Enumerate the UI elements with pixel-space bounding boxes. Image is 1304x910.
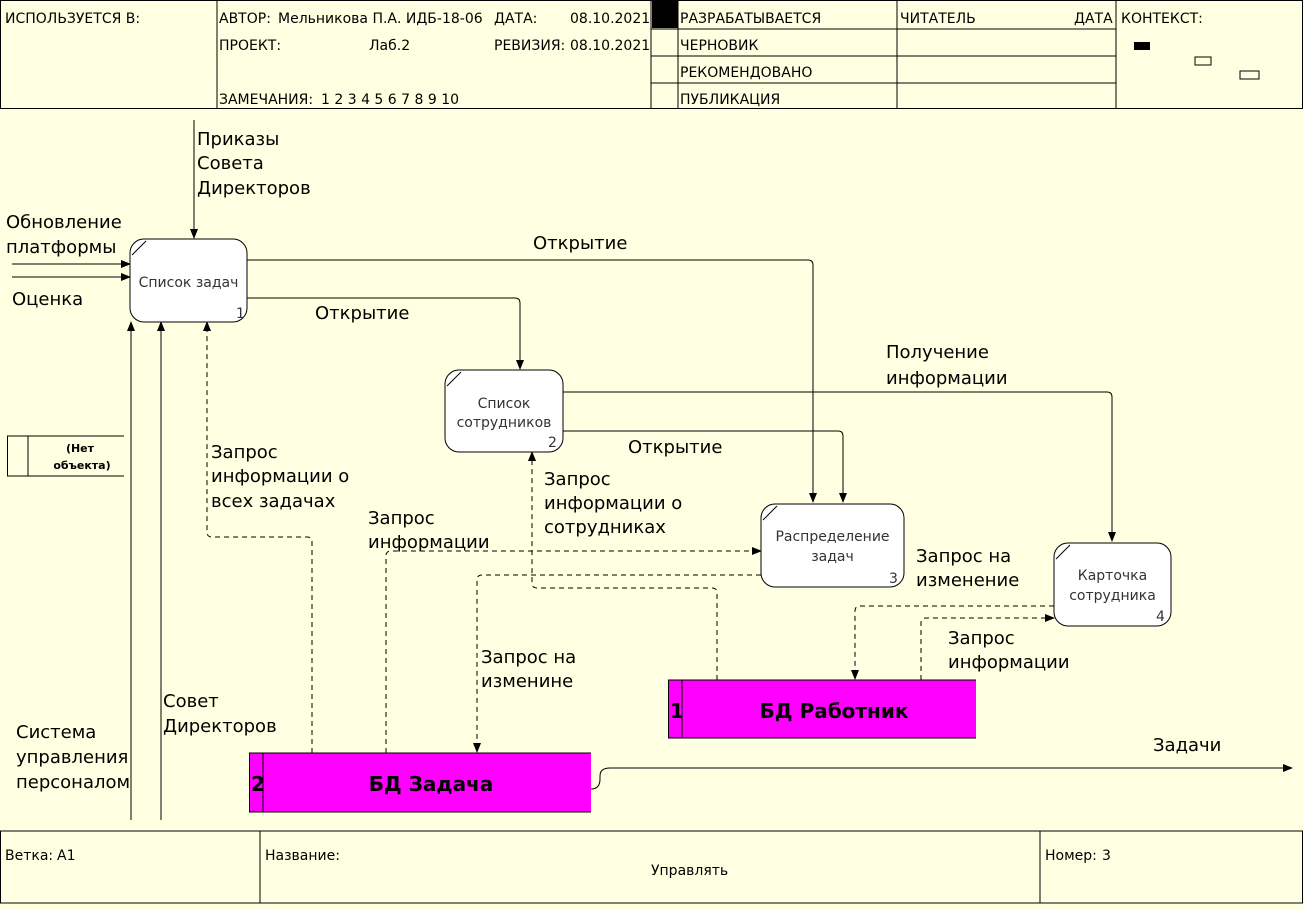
orders-label-3: Директоров xyxy=(197,178,311,199)
status-recommended: РЕКОМЕНДОВАНО xyxy=(680,65,812,81)
header-frame xyxy=(0,0,1303,109)
open3-arrow[interactable] xyxy=(563,430,847,503)
store-1-number: 1 xyxy=(670,699,684,723)
dashed-arrows xyxy=(203,321,1055,753)
number-label: Номер: xyxy=(1045,848,1097,864)
number-value: 3 xyxy=(1102,848,1111,864)
hrms-label-2: управления xyxy=(16,747,128,768)
req-all-tasks-label-1: Запрос xyxy=(211,442,278,463)
box-3-number: 3 xyxy=(889,571,898,587)
store-1-name: БД Работник xyxy=(760,699,909,723)
branch-label: Ветка: xyxy=(5,848,53,864)
req-staff-label-3: сотрудниках xyxy=(544,517,666,538)
reader-label: ЧИТАТЕЛЬ xyxy=(900,11,976,27)
req-change2-label-2: изменине xyxy=(481,671,573,692)
status-publication: ПУБЛИКАЦИЯ xyxy=(680,92,780,108)
req-change-staff-arrow[interactable] xyxy=(851,605,1054,680)
date-label: ДАТА: xyxy=(494,11,537,27)
box-1-number: 1 xyxy=(236,306,245,322)
box-4-label-line1: Карточка xyxy=(1078,568,1147,584)
no-object-box[interactable]: (Нет объекта) xyxy=(7,435,124,477)
req-info2-label-1: Запрос xyxy=(948,628,1015,649)
box-2-label-line1: Список xyxy=(478,396,531,412)
used-in-label: ИСПОЛЬЗУЕТСЯ В: xyxy=(5,11,140,27)
req-all-tasks-label-3: всех задачах xyxy=(211,491,336,512)
open1-label: Открытие xyxy=(533,233,627,254)
arrow-labels: Приказы Совета Директоров Обновление пла… xyxy=(6,129,1221,793)
box-4-label-line2: сотрудника xyxy=(1069,588,1156,604)
open2-label: Открытие xyxy=(315,303,409,324)
process-box-3[interactable]: Распределение задач 3 xyxy=(760,503,905,588)
branch-value: A1 xyxy=(57,848,75,864)
hrms-label-3: персоналом xyxy=(16,772,130,793)
get-info-arrow[interactable] xyxy=(563,391,1116,542)
req-info-arrow[interactable] xyxy=(385,547,762,753)
update-label-1: Обновление xyxy=(6,212,122,233)
req-all-tasks-arrow[interactable] xyxy=(203,321,313,753)
board-label-2: Директоров xyxy=(163,716,277,737)
req-info2-arrow[interactable] xyxy=(920,614,1055,680)
author-label: АВТОР: xyxy=(219,11,271,27)
diagram-name: Управлять xyxy=(651,863,728,879)
process-box-1[interactable]: Список задач 1 xyxy=(129,238,248,323)
store-2-name: БД Задача xyxy=(369,772,494,796)
tasks-out-label: Задачи xyxy=(1153,735,1221,756)
notes-label: ЗАМЕЧАНИЯ: xyxy=(219,92,313,108)
get-info-label-2: информации xyxy=(886,368,1008,389)
open2-arrow[interactable] xyxy=(247,297,524,370)
req-staff-label-1: Запрос xyxy=(544,469,611,490)
status-draft: ЧЕРНОВИК xyxy=(680,38,759,54)
rating-label: Оценка xyxy=(12,289,83,310)
solid-arrows xyxy=(12,120,1293,820)
revision-label: РЕВИЗИЯ: xyxy=(494,38,565,54)
req-staff-arrow[interactable] xyxy=(528,451,718,680)
hrms-label-1: Система xyxy=(16,722,96,743)
date-value: 08.10.2021 xyxy=(570,11,650,27)
req-change1-label-2: изменение xyxy=(916,570,1019,591)
req-change1-label-1: Запрос на xyxy=(916,546,1011,567)
project-value: Лаб.2 xyxy=(369,38,410,54)
data-store-1[interactable]: 1 БД Работник xyxy=(668,679,976,739)
box-1-label: Список задач xyxy=(139,275,239,291)
req-all-tasks-label-2: информации о xyxy=(211,466,349,487)
box-2-label-line2: сотрудников xyxy=(457,415,552,431)
open1-arrow[interactable] xyxy=(247,259,817,503)
reader-date-label: ДАТА xyxy=(1074,11,1113,27)
get-info-label-1: Получение xyxy=(886,342,989,363)
req-change2-label-1: Запрос на xyxy=(481,647,576,668)
box-2-number: 2 xyxy=(548,435,557,451)
no-object-line2: объекта) xyxy=(53,459,110,472)
open3-label: Открытие xyxy=(628,437,722,458)
context-label: КОНТЕКСТ: xyxy=(1121,11,1203,27)
context-thumbnail xyxy=(1134,42,1260,80)
tasks-out-arrow[interactable] xyxy=(590,764,1293,790)
req-info-label-2: информации xyxy=(368,532,490,553)
author-value: Мельникова П.А. ИДБ-18-06 xyxy=(278,11,483,27)
box-3-label-line1: Распределение xyxy=(775,529,889,545)
box-3-label-line2: задач xyxy=(811,549,854,565)
name-label: Название: xyxy=(265,848,340,864)
req-staff-label-2: информации о xyxy=(544,493,682,514)
orders-label-1: Приказы xyxy=(197,129,279,150)
req-info-label-1: Запрос xyxy=(368,508,435,529)
footer-frame xyxy=(0,830,1303,904)
update-label-2: платформы xyxy=(6,237,116,258)
process-box-4[interactable]: Карточка сотрудника 4 xyxy=(1053,542,1172,627)
store-2-number: 2 xyxy=(251,772,265,796)
box-4-number: 4 xyxy=(1156,609,1165,625)
project-label: ПРОЕКТ: xyxy=(219,38,281,54)
no-object-line1: (Нет xyxy=(66,442,95,455)
revision-value: 08.10.2021 xyxy=(570,38,650,54)
notes-value: 1 2 3 4 5 6 7 8 9 10 xyxy=(321,92,459,108)
status-working: РАЗРАБАТЫВАЕТСЯ xyxy=(680,11,821,27)
req-info2-label-2: информации xyxy=(948,652,1070,673)
working-status-marker xyxy=(652,1,678,28)
process-box-2[interactable]: Список сотрудников 2 xyxy=(444,369,564,453)
data-store-2[interactable]: 2 БД Задача xyxy=(249,752,591,813)
req-change-task-arrow[interactable] xyxy=(473,574,761,753)
board-label-1: Совет xyxy=(163,691,219,712)
orders-label-2: Совета xyxy=(197,153,264,174)
